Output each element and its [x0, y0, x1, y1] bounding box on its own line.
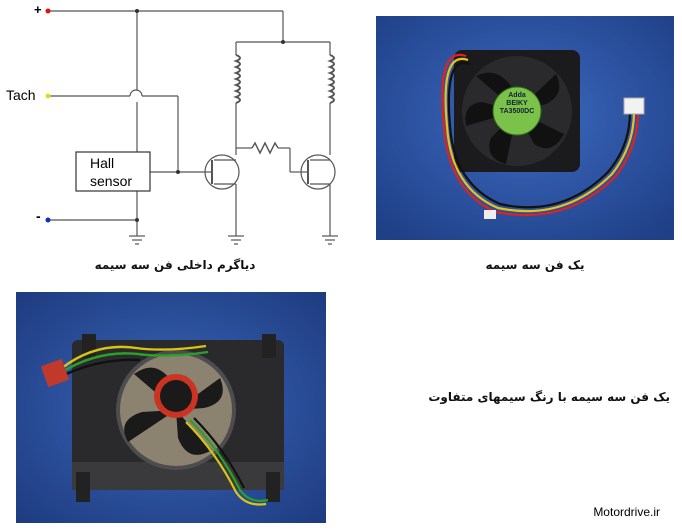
ground-symbol-3	[322, 235, 338, 245]
ground-symbol-1	[129, 235, 145, 245]
fan-connector	[623, 97, 645, 115]
yellow-wire	[444, 57, 636, 213]
black-wire	[447, 61, 632, 209]
tach-terminal-label: Tach	[6, 87, 36, 103]
top-photo-caption: یک فن سه سیمه	[485, 258, 585, 272]
fan-hub-text: Adda BEIKY TA3500DC	[494, 92, 540, 116]
hall-sensor-line1: Hall	[90, 155, 115, 171]
yellow-wire-cpu	[61, 344, 207, 369]
positive-terminal-dot	[45, 8, 51, 14]
plus-terminal-label: +	[34, 2, 42, 17]
diagram-caption: دیاگرم داخلی فن سه سیمه	[94, 258, 256, 272]
resistor	[251, 141, 279, 155]
fan-line2-text: BEIKY	[506, 100, 528, 107]
hall-sensor-label: Hall sensor	[90, 154, 132, 190]
hall-sensor-box	[75, 151, 151, 192]
tach-terminal-dot	[45, 93, 51, 99]
negative-terminal-dot	[45, 217, 51, 223]
right-coil	[327, 54, 335, 104]
right-transistor	[300, 154, 336, 190]
fan-model-text: TA3500DC	[499, 108, 535, 115]
left-coil	[233, 54, 241, 104]
minus-terminal-label: -	[36, 208, 41, 224]
hall-sensor-line2: sensor	[90, 173, 133, 189]
ground-symbol-2	[228, 235, 244, 245]
cpu-fan-photo	[16, 292, 326, 523]
three-wire-fan-photo: Adda BEIKY TA3500DC	[376, 16, 674, 240]
fan-hub-label	[493, 87, 541, 135]
black-wire-cpu	[61, 358, 141, 378]
cpu-fan-connector	[40, 358, 70, 388]
bottom-photo-caption: یک فن سه سیمه با رنگ سیمهای متفاوت	[428, 390, 670, 404]
green-wire-cpu	[61, 350, 209, 374]
fan-brand-text: Adda	[508, 92, 526, 99]
site-watermark: Motordrive.ir	[593, 505, 660, 519]
fan-circuit-diagram	[45, 8, 338, 245]
